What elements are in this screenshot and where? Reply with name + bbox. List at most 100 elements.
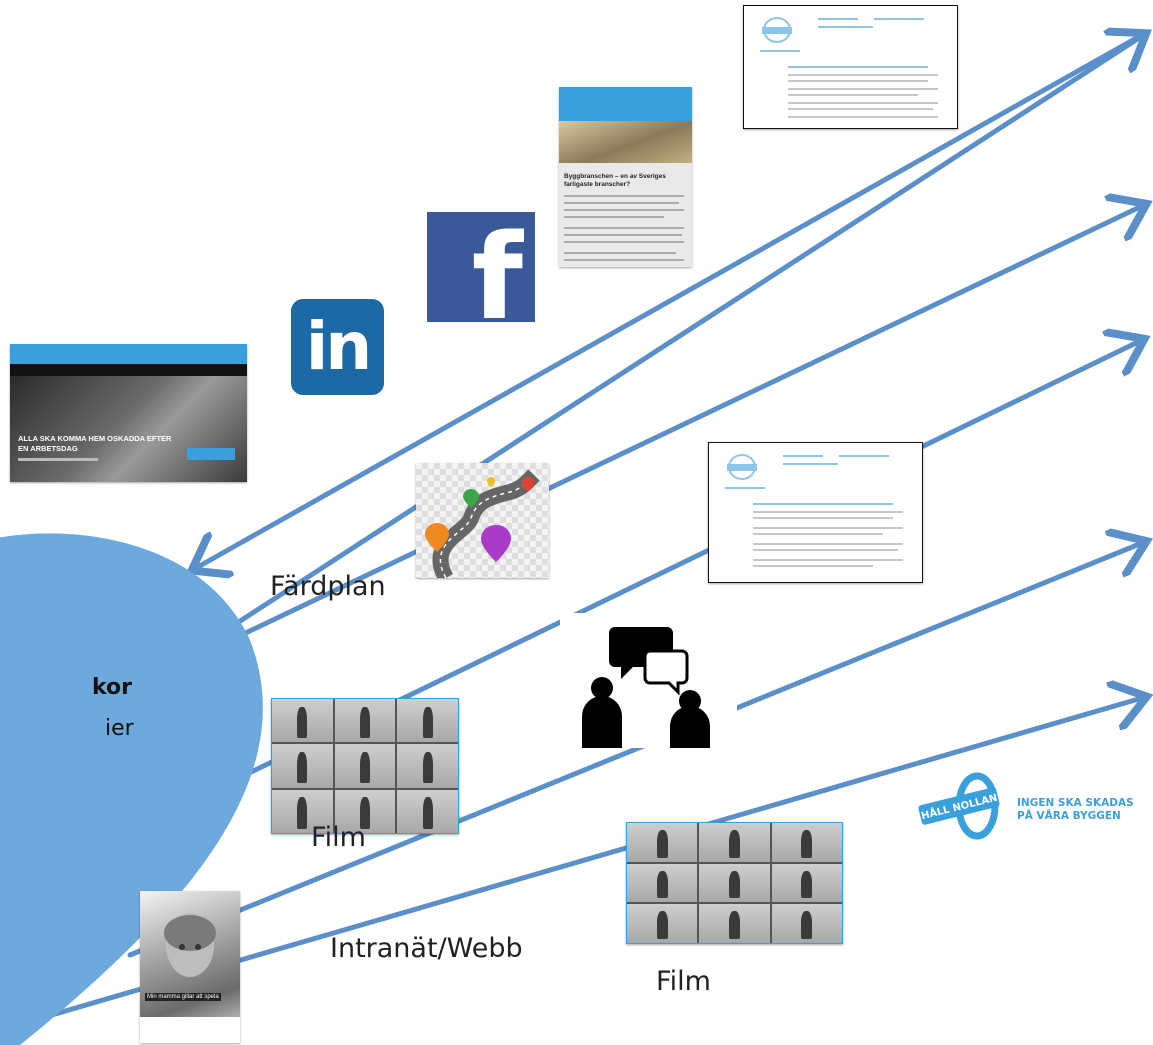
poster-thumbnail[interactable]: Min mamma gillar att spela: [140, 891, 240, 1043]
logo-tagline-line1: INGEN SKA SKADAS: [1017, 797, 1134, 809]
film-cell: [334, 789, 396, 833]
document-text-line: [753, 565, 873, 567]
film-cell: [771, 823, 842, 862]
website-screenshot[interactable]: ALLA SKA KOMMA HEM OSKADDA EFTER EN ARBE…: [10, 344, 247, 482]
film-grid-thumbnail-2[interactable]: [626, 822, 843, 944]
document-logo-icon: [762, 17, 792, 43]
newsletter-text-line: [564, 195, 684, 197]
facebook-icon[interactable]: f: [427, 212, 535, 322]
newsletter-title: Byggbranschen – en av Sveriges farligast…: [564, 173, 666, 189]
film-cell: [272, 744, 333, 788]
newsletter-title-line1: Byggbranschen – en av Sveriges: [564, 173, 666, 180]
label-film-2: Film: [656, 966, 711, 997]
newsletter-text-line: [564, 202, 679, 204]
document-text-line: [753, 559, 903, 561]
film-cell: [771, 904, 842, 943]
heart-text-line1: kor: [92, 675, 133, 700]
pin-orange: [425, 523, 449, 552]
document-header-line: [783, 455, 823, 457]
poster-portrait: [164, 913, 216, 977]
letter-document-middle[interactable]: [708, 442, 923, 583]
newsletter-text-line: [564, 216, 664, 218]
arrow-channel-1: [137, 36, 1142, 689]
document-heading-line: [788, 66, 928, 68]
document-header-line: [839, 455, 889, 457]
label-intranat-webb: Intranät/Webb: [330, 933, 523, 964]
route-map-icon[interactable]: [416, 463, 549, 578]
newsletter-title-line2: farligaste branscher?: [564, 181, 631, 188]
film-cell: [397, 699, 458, 743]
document-text-line: [788, 80, 928, 82]
film-cell: [397, 744, 458, 788]
newsletter-thumbnail[interactable]: Byggbranschen – en av Sveriges farligast…: [559, 87, 692, 267]
document-text-line: [753, 543, 903, 545]
newsletter-header: [559, 87, 692, 121]
letter-document-top[interactable]: [743, 5, 958, 129]
document-text-line: [788, 94, 918, 96]
document-header-line: [818, 18, 858, 20]
road-drawing: [425, 469, 540, 578]
film-cell: [771, 863, 842, 903]
website-header-bar: [10, 344, 247, 364]
document-text-line: [753, 511, 903, 513]
newsletter-photo: [559, 121, 692, 163]
pin-red: [522, 477, 534, 492]
pin-purple: [481, 525, 511, 562]
document-text-line: [753, 527, 903, 529]
logo-tagline: INGEN SKA SKADAS PÅ VÅRA BYGGEN: [1017, 797, 1134, 823]
newsletter-text-line: [564, 209, 684, 211]
document-text-line: [788, 88, 938, 90]
film-cell: [699, 863, 770, 903]
film-cell: [334, 699, 396, 743]
arrow-feedback: [196, 33, 1143, 568]
newsletter-text-line: [564, 241, 684, 243]
website-headline: ALLA SKA KOMMA HEM OSKADDA EFTER EN ARBE…: [18, 434, 171, 454]
document-text-line: [788, 108, 933, 110]
arrow-channel-3: [77, 341, 1140, 858]
film-cell: [699, 823, 770, 862]
website-subtitle: [18, 458, 98, 461]
arrow-channel-4: [127, 543, 1142, 958]
document-header-line: [818, 26, 873, 28]
linkedin-icon[interactable]: in: [291, 299, 384, 395]
document-text-line: [788, 102, 938, 104]
document-logo-icon: [727, 454, 757, 480]
document-text-line: [788, 74, 938, 76]
logo-tagline-line2: PÅ VÅRA BYGGEN: [1017, 810, 1121, 822]
website-nav-bar: [10, 364, 247, 376]
film-cell: [627, 904, 698, 943]
label-film-1: Film: [311, 822, 366, 853]
website-cta-button: [187, 448, 235, 460]
poster-footer-band: [140, 1017, 240, 1043]
newsletter-text-line: [564, 234, 682, 236]
document-header-line: [783, 463, 838, 465]
film-cell: [272, 789, 333, 833]
newsletter-text-line: [564, 252, 676, 254]
heart-text-line2: ier: [105, 716, 134, 741]
label-fardplan: Färdplan: [270, 571, 386, 602]
film-cell: [627, 863, 698, 903]
poster-caption: Min mamma gillar att spela: [145, 993, 221, 1001]
conversation-icon[interactable]: [560, 613, 737, 748]
document-text-line: [753, 517, 893, 519]
film-cell: [334, 744, 396, 788]
document-heading-line: [753, 503, 893, 505]
website-headline-line1: ALLA SKA KOMMA HEM OSKADDA EFTER: [18, 434, 172, 443]
hall-nollan-logo: HÅLL NOLLAN: [918, 772, 1000, 840]
film-cell: [397, 789, 458, 833]
document-text-line: [753, 533, 883, 535]
newsletter-text-line: [564, 259, 684, 261]
conversation-drawing: [582, 627, 710, 748]
newsletter-text-line: [564, 227, 684, 229]
document-header-line: [760, 50, 800, 52]
document-text-line: [753, 549, 898, 551]
film-cell: [272, 699, 333, 743]
pin-green: [463, 489, 479, 508]
film-grid-thumbnail-1[interactable]: [271, 698, 459, 834]
document-header-line: [874, 18, 924, 20]
film-cell: [699, 904, 770, 943]
pin-yellow: [487, 477, 495, 487]
document-header-line: [725, 487, 765, 489]
website-headline-line2: EN ARBETSDAG: [18, 444, 78, 453]
